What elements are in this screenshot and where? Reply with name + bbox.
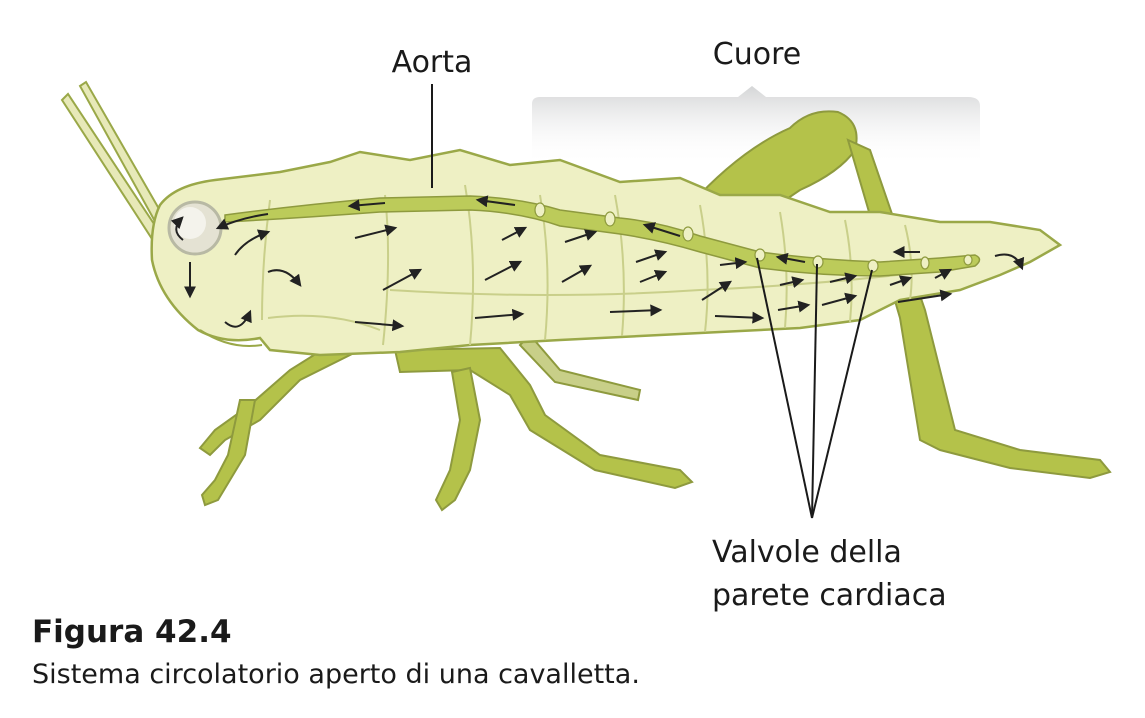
arrow-icon	[347, 199, 386, 212]
valve-leader-1	[756, 257, 813, 519]
figure-caption: Figura 42.4 Sistema circolatorio aperto …	[32, 612, 1132, 694]
heart-bracket	[532, 86, 980, 165]
arrow-icon	[779, 276, 805, 288]
antennae	[60, 80, 172, 244]
arrow-icon	[501, 226, 528, 241]
valve-leader-3	[811, 269, 873, 519]
arrow-icon	[354, 224, 398, 239]
valves-label-line2: parete cardiaca	[712, 578, 947, 613]
arrow-icon	[701, 280, 733, 301]
arrow-icon	[267, 269, 302, 287]
arrow-icon	[777, 300, 811, 313]
arrow-icon	[934, 268, 953, 280]
arrow-icon	[889, 275, 913, 287]
arrow-icon	[714, 311, 765, 324]
arrow-icon	[215, 213, 269, 230]
arrow-icon	[994, 253, 1025, 271]
dorsal-vessel	[224, 195, 981, 277]
valve-leader-2	[811, 263, 818, 519]
arrow-icon	[829, 272, 858, 285]
arrow-icon	[382, 268, 423, 291]
arrow-icon	[474, 308, 525, 321]
arrow-icon	[224, 309, 252, 328]
arrow-icon	[564, 229, 598, 243]
arrow-icon	[821, 292, 858, 306]
caption-text: Sistema circolatorio aperto di una caval…	[32, 659, 640, 690]
arrow-icon	[170, 216, 184, 241]
arrow-icon	[642, 222, 681, 237]
arrow-icon	[775, 252, 806, 265]
arrow-icon	[719, 257, 748, 270]
arrow-icon	[561, 264, 593, 283]
aorta-label: Aorta	[392, 45, 473, 80]
arrow-icon	[484, 260, 523, 281]
arrow-icon	[635, 249, 668, 263]
far-legs	[518, 333, 642, 402]
arrow-icon	[639, 269, 668, 283]
flow-arrows	[170, 195, 1025, 332]
valves-label-line1: Valvole della	[712, 535, 902, 570]
caption-title: Figura 42.4	[32, 614, 232, 650]
arrow-icon	[354, 319, 405, 332]
arrow-icon	[475, 195, 516, 208]
front-legs	[198, 343, 694, 512]
arrow-icon	[234, 229, 271, 256]
leader-lines	[431, 84, 873, 519]
heart-label: Cuore	[713, 37, 801, 72]
arrow-icon	[897, 289, 953, 303]
arrow-icon	[609, 304, 663, 317]
